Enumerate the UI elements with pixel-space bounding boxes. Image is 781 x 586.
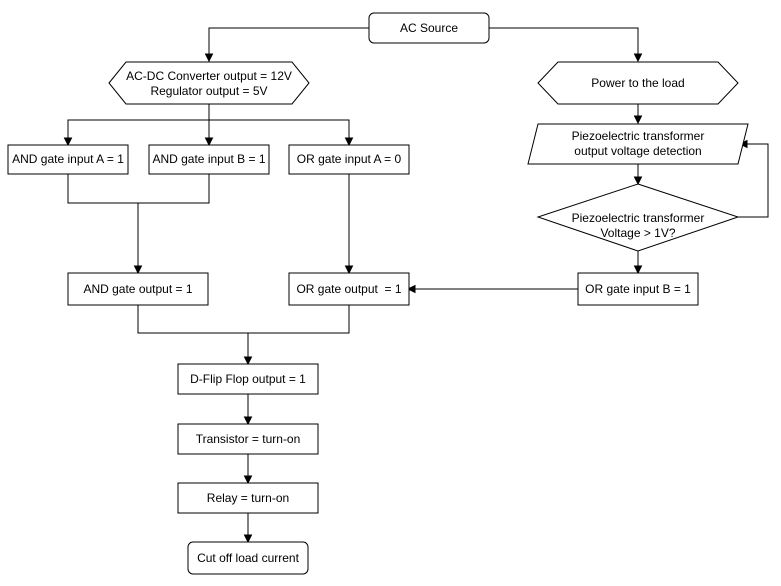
arrowhead	[633, 265, 643, 275]
node-relay-label: Relay = turn-on	[207, 491, 289, 505]
node-and-output-label: AND gate output = 1	[83, 282, 192, 296]
arrowhead	[204, 53, 214, 63]
node-dff-output-label: D-Flip Flop output = 1	[190, 372, 306, 386]
node-or-input-b-label: OR gate input B = 1	[585, 282, 691, 296]
arrowhead	[406, 284, 416, 294]
node-and-input-b-label: AND gate input B = 1	[152, 152, 265, 166]
node-power-to-load[interactable]: Power to the load	[537, 61, 739, 105]
node-piezo-detection-label-line2: output voltage detection	[574, 144, 701, 158]
node-or-output-label: OR gate output = 1	[296, 282, 401, 296]
node-piezo-decision-label-line2: Voltage > 1V?	[600, 226, 675, 240]
node-and-input-b[interactable]: AND gate input B = 1	[148, 144, 270, 175]
node-piezo-decision[interactable]: Piezoelectric transformer Voltage > 1V?	[536, 183, 740, 252]
arrowhead	[133, 265, 143, 275]
node-piezo-decision-label-line1: Piezoelectric transformer	[572, 211, 705, 225]
node-cut-off-label: Cut off load current	[197, 551, 300, 565]
node-and-input-a[interactable]: AND gate input A = 1	[7, 144, 129, 175]
node-converter-label-line1: AC-DC Converter output = 12V	[126, 69, 292, 83]
node-converter[interactable]: AC-DC Converter output = 12V Regulator o…	[108, 61, 310, 105]
edge-and-inputs-join	[67, 174, 210, 204]
arrowhead	[633, 53, 643, 63]
arrowhead	[344, 137, 354, 147]
node-piezo-detection-label-line1: Piezoelectric transformer	[572, 129, 705, 143]
node-and-output[interactable]: AND gate output = 1	[67, 272, 209, 306]
node-or-input-b[interactable]: OR gate input B = 1	[577, 272, 699, 306]
node-power-to-load-label: Power to the load	[591, 76, 684, 90]
node-ac-source[interactable]: AC Source	[368, 12, 490, 44]
node-cut-off[interactable]: Cut off load current	[187, 541, 309, 575]
node-transistor-label: Transistor = turn-on	[196, 432, 301, 446]
edge-ac-to-load	[489, 27, 639, 54]
node-piezo-detection[interactable]: Piezoelectric transformer output voltage…	[527, 123, 749, 165]
node-and-input-a-label: AND gate input A = 1	[12, 152, 124, 166]
node-converter-label-line2: Regulator output = 5V	[150, 84, 267, 98]
arrowhead	[243, 475, 253, 485]
arrowhead	[243, 416, 253, 426]
node-relay[interactable]: Relay = turn-on	[177, 482, 319, 514]
arrowhead	[633, 115, 643, 125]
node-ac-source-label: AC Source	[400, 21, 458, 35]
arrowhead	[63, 137, 73, 147]
node-dff-output[interactable]: D-Flip Flop output = 1	[177, 363, 319, 395]
arrowhead	[204, 137, 214, 147]
arrowhead	[243, 356, 253, 366]
arrowhead	[344, 265, 354, 275]
node-or-input-a-label: OR gate input A = 0	[297, 152, 402, 166]
arrowhead	[633, 176, 643, 186]
edge-outputs-join	[137, 305, 350, 334]
node-or-input-a[interactable]: OR gate input A = 0	[288, 144, 410, 175]
edge-decision-loop-back	[738, 143, 769, 218]
edge-input-branch	[67, 119, 350, 138]
arrowhead	[243, 534, 253, 544]
node-or-output[interactable]: OR gate output = 1	[288, 272, 410, 306]
node-transistor[interactable]: Transistor = turn-on	[177, 423, 319, 455]
edge-ac-to-converter	[208, 27, 369, 54]
